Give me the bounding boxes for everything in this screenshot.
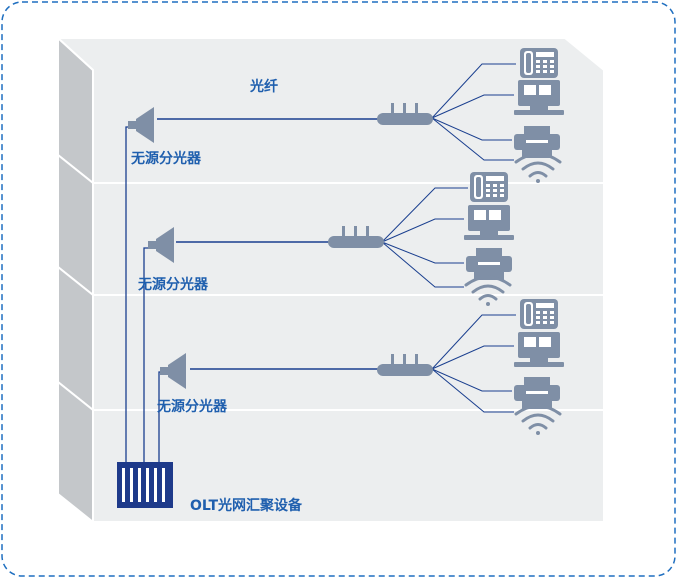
telephone-icon xyxy=(520,48,558,78)
splitter-label-3: 无源分光器 xyxy=(157,399,227,415)
fiber-links xyxy=(157,118,378,370)
olt-device xyxy=(117,462,173,508)
building-side xyxy=(57,35,94,525)
fiber-label: 光纤 xyxy=(250,79,278,95)
telephone-icon xyxy=(520,299,558,329)
branch-lines xyxy=(381,63,516,413)
olt-label: OLT光网汇聚设备 xyxy=(190,498,303,514)
telephone-icon xyxy=(470,172,508,202)
splitter-label-1: 无源分光器 xyxy=(131,151,201,167)
splitter-label-2: 无源分光器 xyxy=(138,277,208,293)
